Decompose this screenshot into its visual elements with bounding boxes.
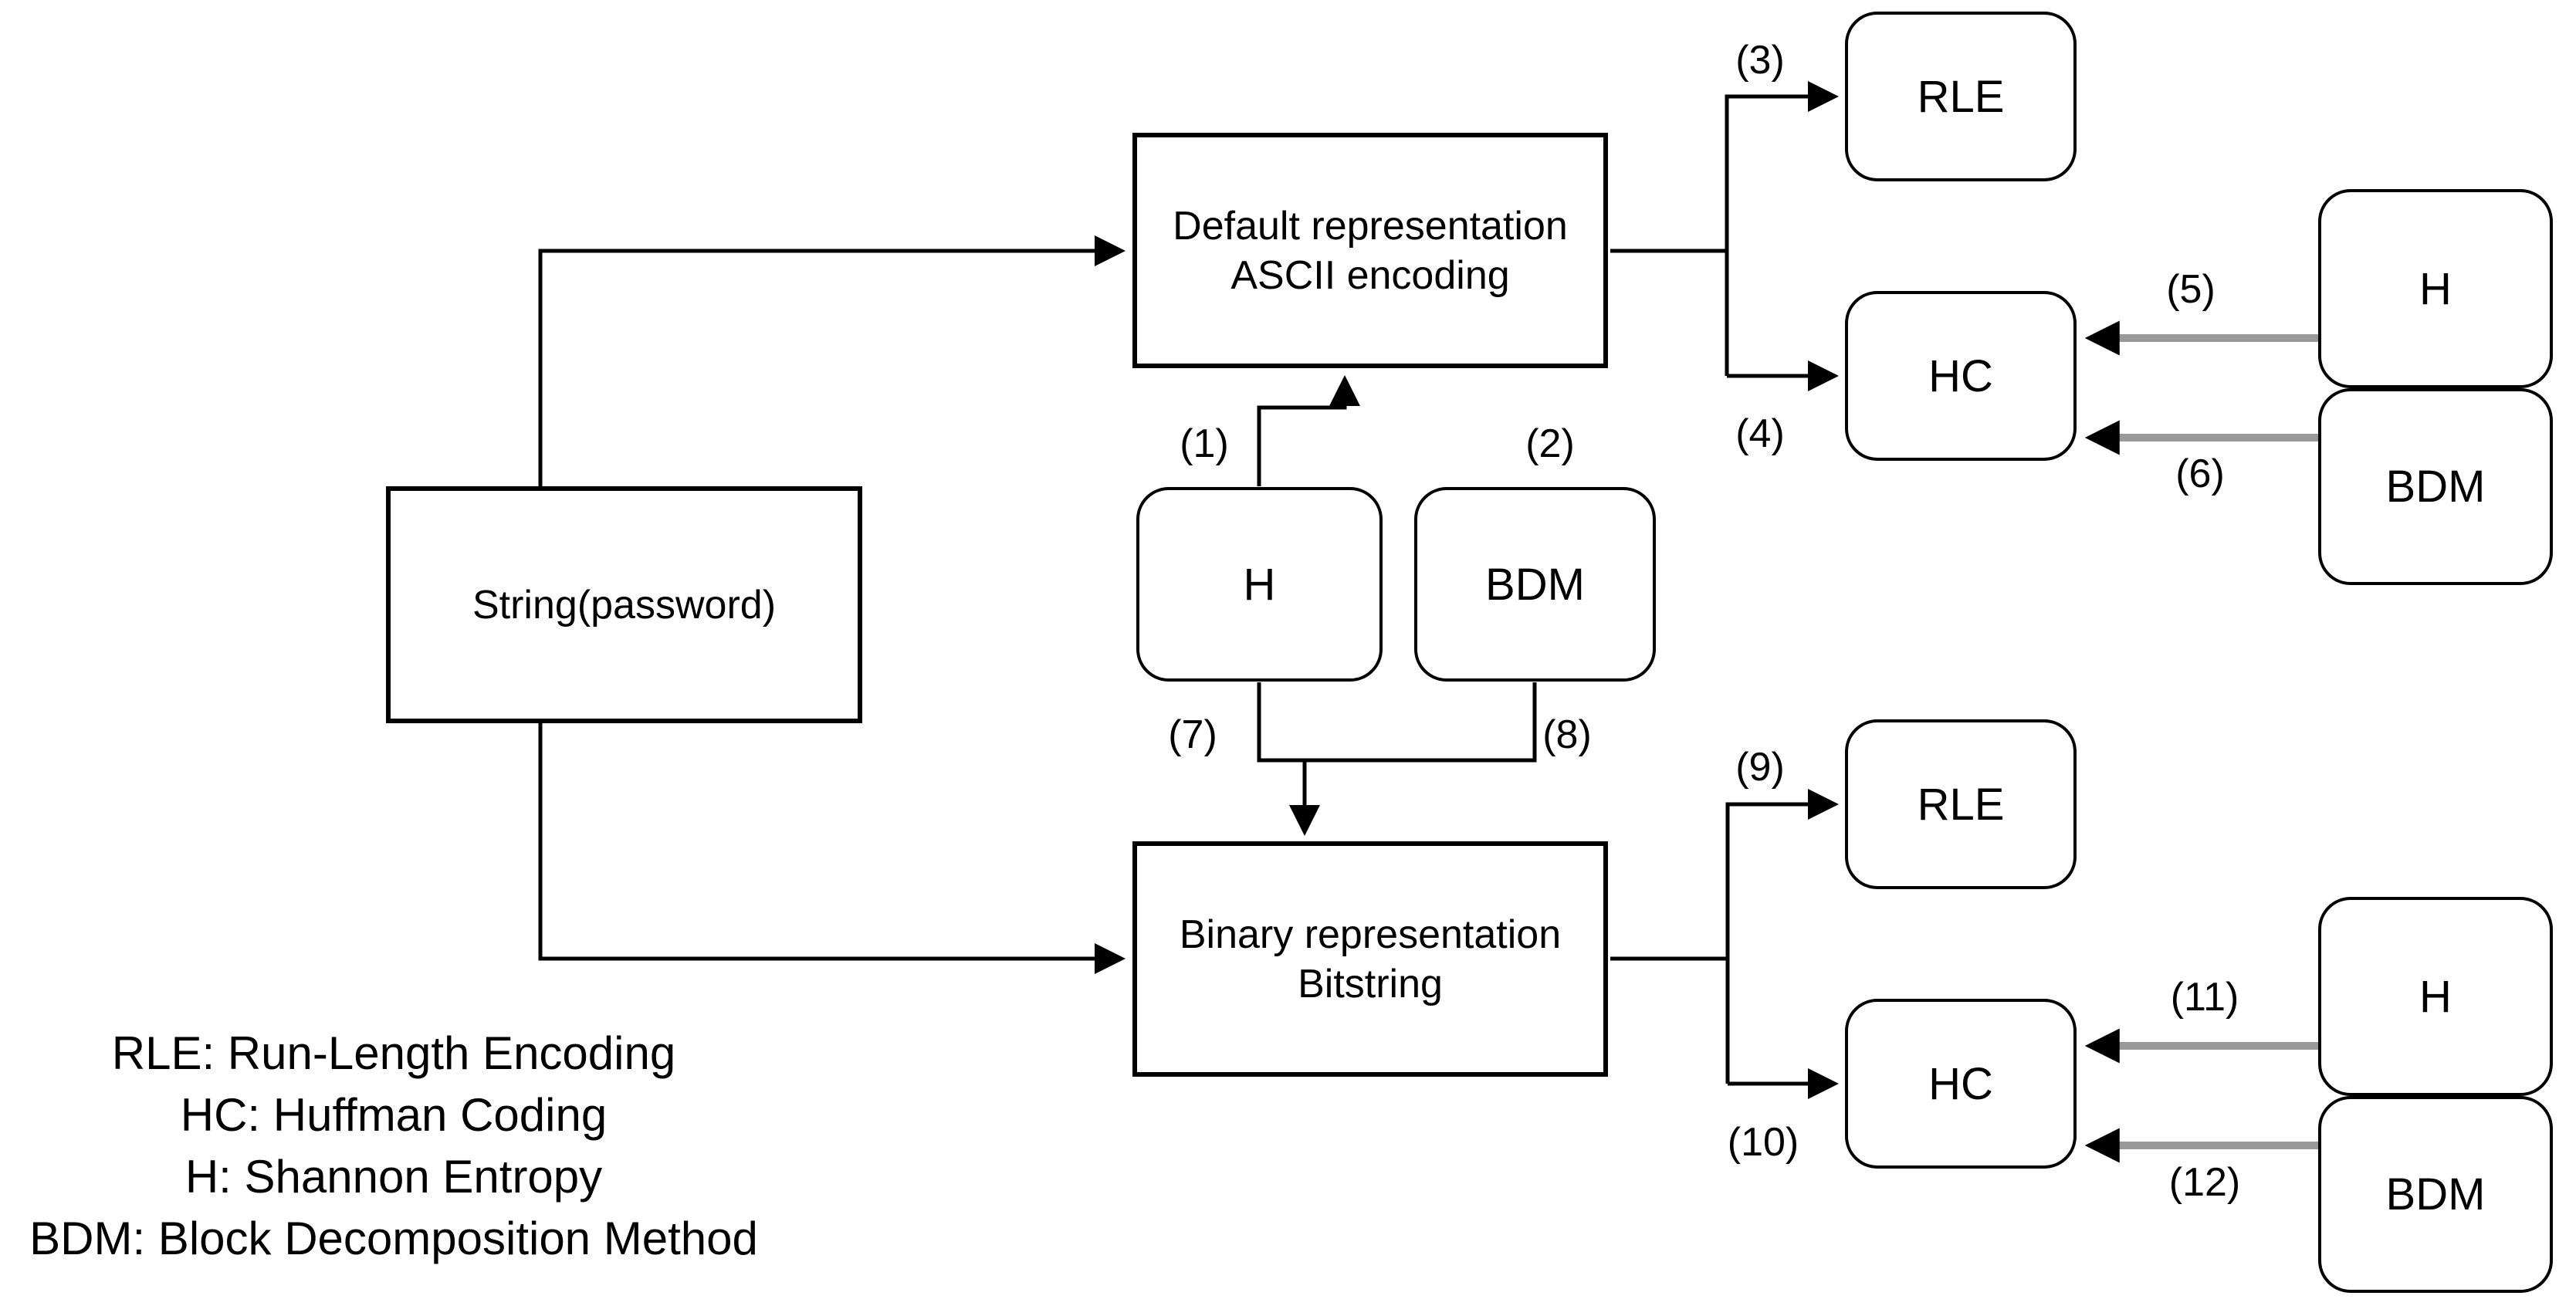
edge-label-8: (8): [1542, 712, 1592, 757]
edge-label-9: (9): [1735, 745, 1785, 790]
node-string-password-label: String(password): [472, 582, 777, 628]
edge-hmid-to-ascii: [1257, 375, 1360, 486]
node-rle-bottom-label: RLE: [1917, 779, 2005, 830]
node-rle-top-label: RLE: [1917, 71, 2005, 122]
node-string-password: String(password): [386, 486, 862, 723]
node-hc-top: HC: [1845, 291, 2077, 461]
edge-label-2: (2): [1525, 421, 1575, 466]
node-default-representation-line1: Default representation: [1173, 203, 1568, 249]
node-h-middle-label: H: [1243, 559, 1276, 610]
legend-line-hc: HC: Huffman Coding: [180, 1089, 608, 1141]
legend-line-bdm: BDM: Block Decomposition Method: [29, 1213, 758, 1264]
node-default-representation-line2: ASCII encoding: [1230, 252, 1510, 298]
node-rle-top: RLE: [1845, 12, 2077, 181]
node-hc-top-label: HC: [1928, 350, 1993, 401]
edge-label-1: (1): [1180, 421, 1229, 466]
edge-label-3: (3): [1735, 38, 1785, 83]
node-h-right-top: H: [2318, 189, 2553, 388]
legend: RLE: Run-Length Encoding HC: Huffman Cod…: [0, 1023, 787, 1270]
edge-label-4: (4): [1735, 411, 1785, 456]
legend-line-h: H: Shannon Entropy: [184, 1151, 603, 1203]
node-h-middle: H: [1136, 487, 1383, 682]
node-h-right-bottom: H: [2318, 897, 2553, 1096]
legend-line-rle: RLE: Run-Length Encoding: [111, 1027, 676, 1079]
edge-string-to-ascii: [538, 235, 1126, 488]
node-bdm-right-bottom: BDM: [2318, 1096, 2553, 1293]
node-binary-representation: Binary representation Bitstring: [1132, 841, 1608, 1077]
node-h-right-bottom-label: H: [2419, 971, 2452, 1022]
edge-label-7: (7): [1168, 712, 1217, 757]
node-bdm-middle-label: BDM: [1485, 559, 1585, 610]
edge-string-to-binary: [538, 722, 1126, 974]
node-hc-bottom-label: HC: [1928, 1058, 1993, 1109]
node-binary-representation-line1: Binary representation: [1179, 912, 1562, 957]
node-default-representation: Default representation ASCII encoding: [1132, 133, 1608, 368]
node-hc-bottom: HC: [1845, 999, 2077, 1169]
node-bdm-right-top-label: BDM: [2385, 462, 2486, 512]
edge-label-11: (11): [2170, 975, 2239, 1020]
node-rle-bottom: RLE: [1845, 719, 2077, 889]
edge-label-6: (6): [2175, 452, 2225, 496]
edge-hmid-bdmmid-join: [1257, 682, 1537, 763]
node-bdm-right-top: BDM: [2318, 388, 2553, 585]
node-bdm-middle: BDM: [1414, 487, 1656, 682]
node-bdm-right-bottom-label: BDM: [2385, 1169, 2486, 1220]
edge-binary-branch-rle: [1725, 789, 1839, 1084]
edge-label-12: (12): [2168, 1160, 2241, 1205]
edge-label-5: (5): [2166, 267, 2215, 312]
edge-label-10: (10): [1727, 1120, 1799, 1165]
node-binary-representation-line2: Bitstring: [1298, 961, 1443, 1006]
node-h-right-top-label: H: [2419, 263, 2452, 314]
edge-ascii-branch-rle: [1725, 81, 1839, 376]
